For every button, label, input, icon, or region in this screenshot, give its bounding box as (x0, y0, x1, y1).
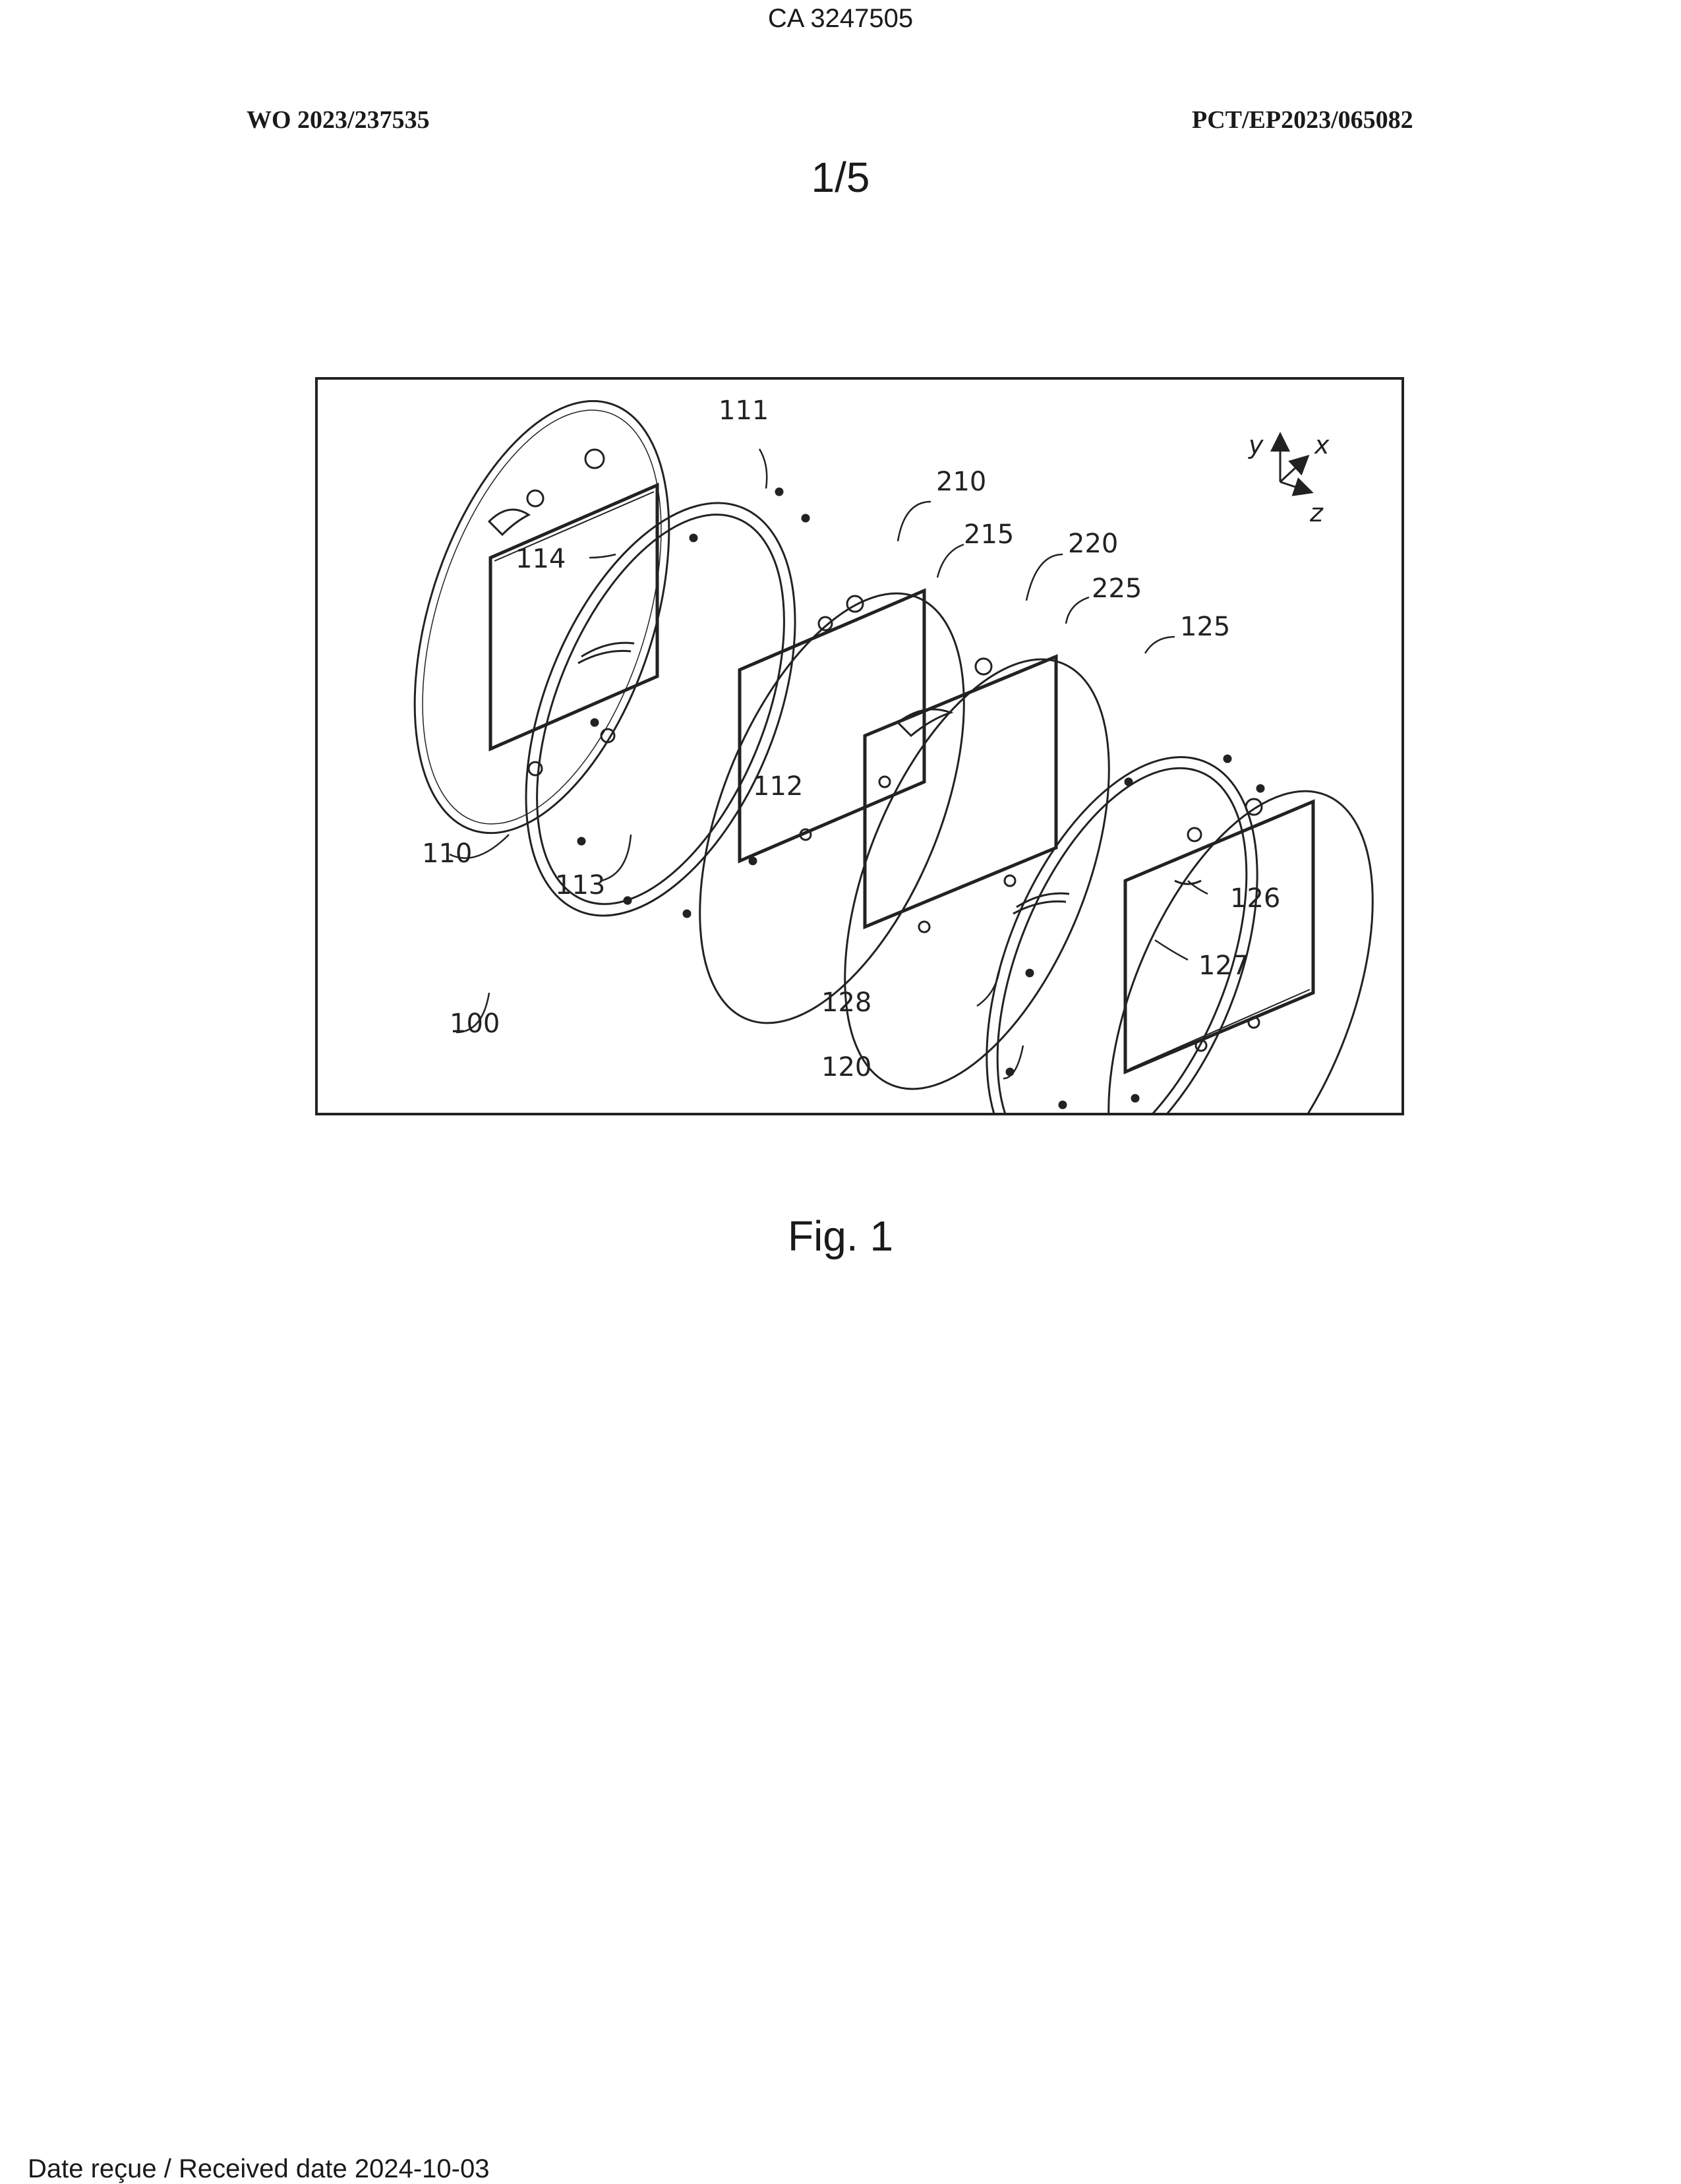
ref-label-215: 215 (964, 519, 1014, 550)
publication-number: WO 2023/237535 (247, 105, 430, 134)
sheet-number: 1/5 (0, 153, 1681, 202)
gasket-ring-128 (932, 719, 1312, 1115)
ref-label-210: 210 (936, 467, 986, 497)
ref-label-111: 111 (719, 396, 769, 426)
ref-label-125: 125 (1180, 612, 1230, 642)
office-document-number: CA 3247505 (0, 4, 1681, 34)
ref-label-112: 112 (753, 771, 803, 802)
plate-210 (646, 556, 1018, 1059)
ref-label-100: 100 (450, 1009, 500, 1039)
ref-label-110: 110 (422, 839, 472, 869)
ref-label-220: 220 (1068, 529, 1118, 559)
ref-label-126: 126 (1230, 883, 1280, 914)
ref-label-225: 225 (1092, 574, 1142, 604)
plate-220 (791, 622, 1163, 1115)
figure-caption: Fig. 1 (0, 1212, 1681, 1260)
ref-label-114: 114 (516, 544, 566, 574)
gasket-ring-113 (472, 464, 849, 954)
end-plate-110 (366, 380, 717, 865)
figure-frame: y x z 111 210 215 220 225 125 114 112 (315, 377, 1404, 1115)
axis-label-z: z (1309, 498, 1324, 527)
ref-label-127: 127 (1198, 951, 1249, 981)
axis-label-x: x (1314, 430, 1330, 459)
ref-label-128: 128 (821, 988, 871, 1018)
received-date: Date reçue / Received date 2024-10-03 (28, 2154, 489, 2184)
application-number: PCT/EP2023/065082 (1192, 105, 1413, 134)
coordinate-axes (1280, 436, 1310, 492)
axis-label-y: y (1248, 430, 1264, 459)
exploded-view-drawing: y x z 111 210 215 220 225 125 114 112 (318, 380, 1404, 1115)
ref-label-113: 113 (555, 870, 605, 900)
ref-label-120: 120 (821, 1052, 871, 1082)
